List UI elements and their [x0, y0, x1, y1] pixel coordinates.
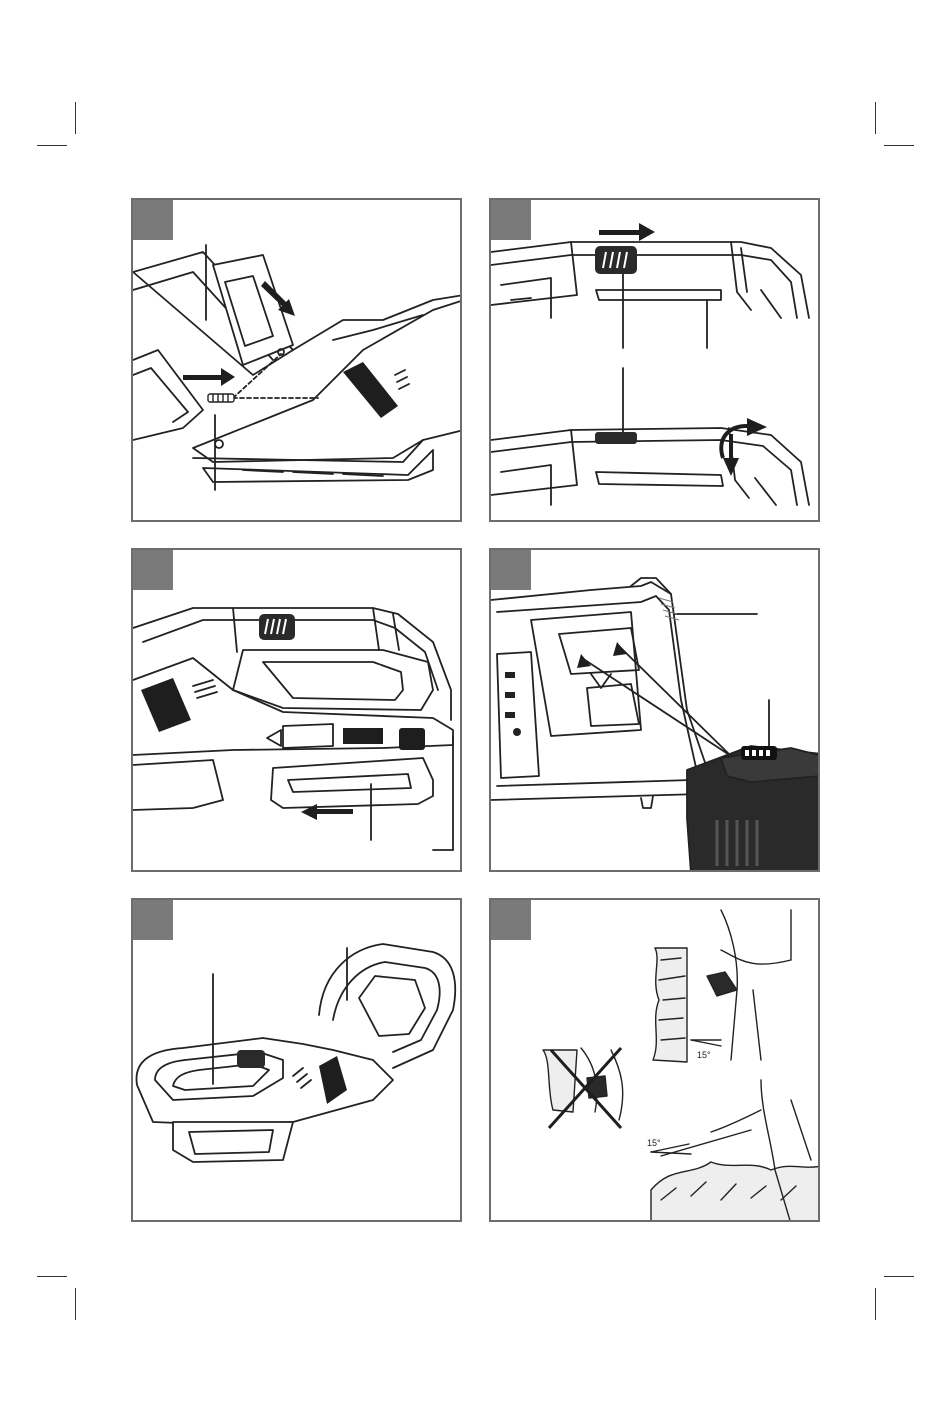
crop-mark-br-h	[884, 1276, 914, 1277]
figure-number-tag	[133, 550, 173, 590]
figure-number-tag	[133, 200, 173, 240]
figure-number-tag	[133, 900, 173, 940]
figure-1-illustration	[133, 200, 462, 522]
figure-panel-3	[131, 548, 462, 872]
figure-number-tag	[491, 550, 531, 590]
cutting-angle-label-bottom: 15°	[647, 1138, 661, 1148]
figure-4-illustration	[491, 550, 820, 872]
figure-3-illustration	[133, 550, 462, 872]
figure-5-illustration	[133, 900, 462, 1222]
figure-6-illustration: 15° 15°	[491, 900, 820, 1222]
figure-number-tag	[491, 900, 531, 940]
crop-mark-bl-h	[37, 1276, 67, 1277]
figure-panel-1	[131, 198, 462, 522]
figure-panel-2	[489, 198, 820, 522]
crop-mark-tl-v	[75, 102, 76, 134]
crop-mark-tr-v	[875, 102, 876, 134]
figure-panel-4	[489, 548, 820, 872]
crop-mark-tr-h	[884, 145, 914, 146]
crop-mark-bl-v	[75, 1288, 76, 1320]
figure-2-illustration	[491, 200, 820, 522]
figure-panel-6: 15° 15°	[489, 898, 820, 1222]
cutting-angle-label-top: 15°	[697, 1050, 711, 1060]
crop-mark-tl-h	[37, 145, 67, 146]
arrow-right-icon	[183, 368, 235, 386]
crop-mark-br-v	[875, 1288, 876, 1320]
figure-panel-5	[131, 898, 462, 1222]
arrow-right-icon	[599, 223, 655, 241]
figure-number-tag	[491, 200, 531, 240]
